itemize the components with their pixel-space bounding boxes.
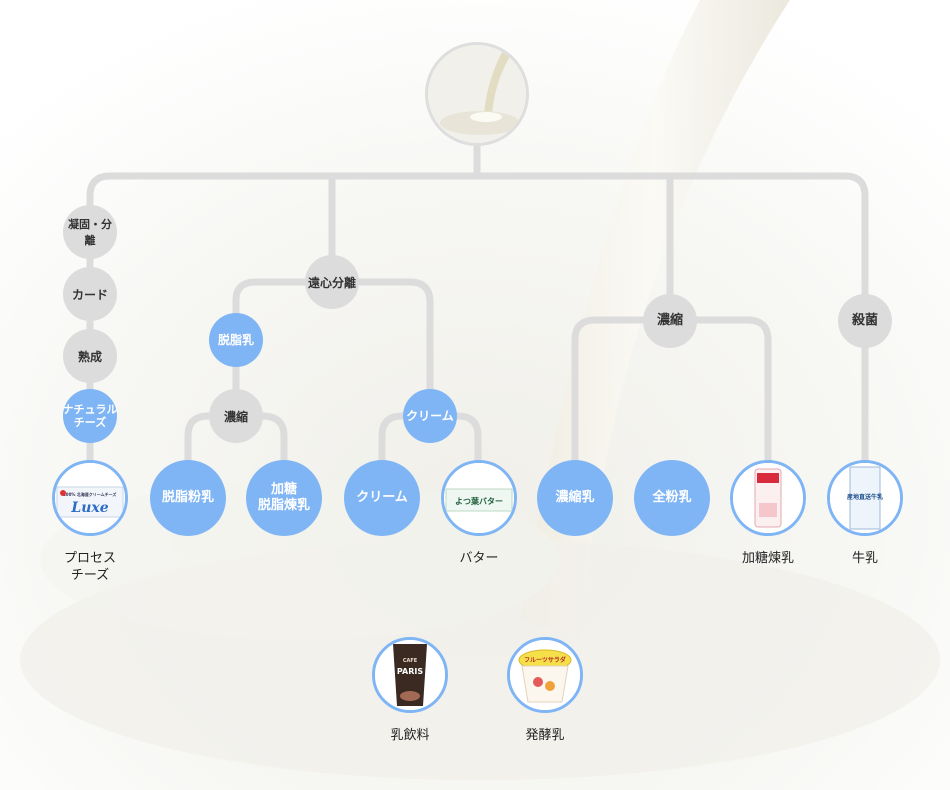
skim-milk-label: 脱脂乳	[217, 333, 254, 347]
step-coagulation-separation: 凝固・分離	[63, 205, 117, 259]
milk-carton-icon: 産地直送牛乳	[830, 463, 900, 533]
product-milk-beverage-image: CAFE PARIS	[372, 637, 448, 713]
sweetened-condensed-skim-label: 加糖 脱脂煉乳	[257, 482, 310, 513]
product-process-cheese-image: 100% 北海道クリームチーズ Luxe	[52, 460, 128, 536]
node-cream-intermediate: クリーム	[403, 389, 457, 443]
cafe-cup-icon: CAFE PARIS	[375, 640, 445, 710]
cream-intermediate-label: クリーム	[406, 409, 454, 423]
natural-cheese-label: ナチュラル チーズ	[62, 403, 118, 429]
butter-package-icon: よつ葉バター	[444, 463, 514, 533]
step-concentration-label: 濃縮	[656, 313, 683, 328]
caption-butter: バター	[459, 551, 499, 566]
butter-label-text: よつ葉バター	[455, 496, 503, 506]
cafe-brand-text: PARIS	[397, 667, 423, 676]
node-skim-milk: 脱脂乳	[209, 313, 263, 367]
step-curd: カード	[63, 267, 117, 321]
milk-label-text: 産地直送牛乳	[846, 493, 883, 501]
condensed-milk-tube-icon	[733, 463, 803, 533]
caption-process-cheese: プロセス チーズ	[63, 551, 116, 583]
skim-milk-powder-label: 脱脂粉乳	[161, 490, 214, 505]
product-skim-milk-powder: 脱脂粉乳	[150, 460, 226, 536]
caption-sweetened-condensed-milk: 加糖煉乳	[741, 551, 794, 566]
product-fermented-milk-image: フルーツサラダ	[507, 637, 583, 713]
step-centrifugal-label: 遠心分離	[307, 275, 356, 290]
caption-milk-beverage: 乳飲料	[390, 728, 430, 743]
product-cream: クリーム	[344, 460, 420, 536]
yogurt-cup-icon: フルーツサラダ	[510, 640, 580, 710]
step-sterilization: 殺菌	[838, 294, 892, 348]
step-ripening: 熟成	[63, 329, 117, 383]
cream-label: クリーム	[356, 490, 408, 505]
cafe-top-text: CAFE	[403, 658, 418, 664]
step-concentration-skim-label: 濃縮	[223, 409, 248, 424]
caption-milk: 牛乳	[851, 551, 878, 566]
node-natural-cheese: ナチュラル チーズ	[62, 389, 118, 443]
product-butter-image: よつ葉バター	[441, 460, 517, 536]
yogurt-label-text: フルーツサラダ	[524, 656, 566, 664]
product-whole-milk-powder: 全粉乳	[634, 460, 710, 536]
step-coagulation-label: 凝固・分離	[68, 218, 112, 247]
cheese-brand-text: Luxe	[70, 500, 108, 516]
step-centrifugal-separation: 遠心分離	[305, 255, 359, 309]
caption-fermented-milk: 発酵乳	[525, 728, 565, 743]
whole-milk-powder-label: 全粉乳	[652, 490, 692, 505]
milk-pour-image	[428, 45, 526, 143]
product-sweetened-condensed-skim-milk: 加糖 脱脂煉乳	[246, 460, 322, 536]
product-condensed-milk: 濃縮乳	[537, 460, 613, 536]
step-curd-label: カード	[71, 287, 108, 302]
step-sterilization-label: 殺菌	[851, 313, 878, 328]
product-milk-image: 産地直送牛乳	[827, 460, 903, 536]
product-sweetened-condensed-milk-image	[730, 460, 806, 536]
step-concentration: 濃縮	[643, 294, 697, 348]
step-concentration-skim: 濃縮	[209, 389, 263, 443]
step-ripening-label: 熟成	[77, 349, 102, 364]
raw-milk-root-node	[425, 42, 529, 146]
condensed-milk-label: 濃縮乳	[555, 490, 595, 505]
cheese-package-icon: 100% 北海道クリームチーズ Luxe	[55, 463, 125, 533]
cheese-sub-text: 100% 北海道クリームチーズ	[63, 491, 116, 497]
